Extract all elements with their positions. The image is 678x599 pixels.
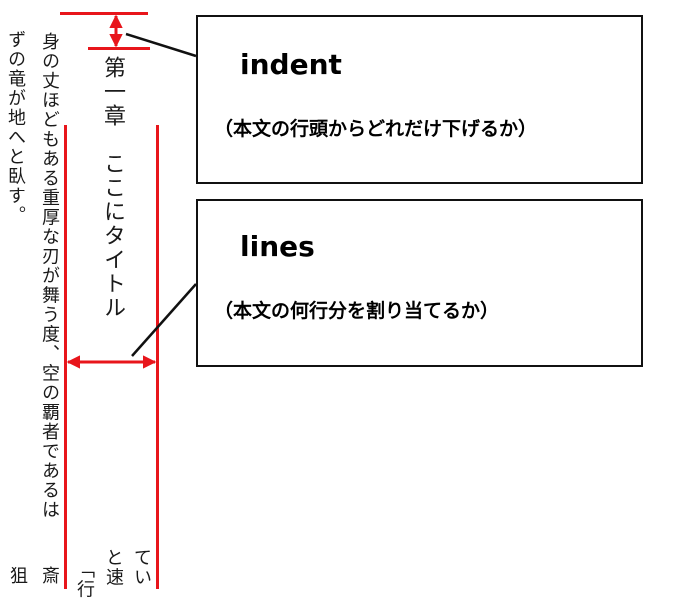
indent-leader-line xyxy=(125,32,197,58)
body-text-column-1: ずの竜が地へと臥す。 xyxy=(5,30,26,225)
lines-callout-label: lines xyxy=(240,230,315,263)
body-text-fragment-ti: てい xyxy=(131,548,152,587)
lines-right-guide-line xyxy=(156,125,159,589)
lines-leader-line xyxy=(131,283,197,357)
body-text-column-2: 身の丈ほどもある重厚な刃が舞う度、空の覇者であるは xyxy=(39,32,60,520)
lines-left-guide-line xyxy=(64,125,67,589)
body-text-fragment-sai: 斎 xyxy=(39,566,60,586)
indent-bottom-guide-line xyxy=(88,47,150,50)
lines-callout-description: （本文の何行分を割り当てるか） xyxy=(214,300,500,322)
body-text-fragment-tosoku: と速 xyxy=(103,548,124,587)
indent-callout-label: indent xyxy=(240,48,342,81)
body-text-fragment-sogeki: 狙 xyxy=(7,566,28,586)
chapter-title-column: 第一章 ここにタイトル xyxy=(100,56,125,320)
indent-callout-description: （本文の行頭からどれだけ下げるか） xyxy=(214,118,538,140)
lines-callout-box: lines （本文の何行分を割り当てるか） xyxy=(196,199,643,367)
indent-top-guide-line xyxy=(60,12,148,15)
indent-callout-box: indent （本文の行頭からどれだけ下げるか） xyxy=(196,15,643,184)
